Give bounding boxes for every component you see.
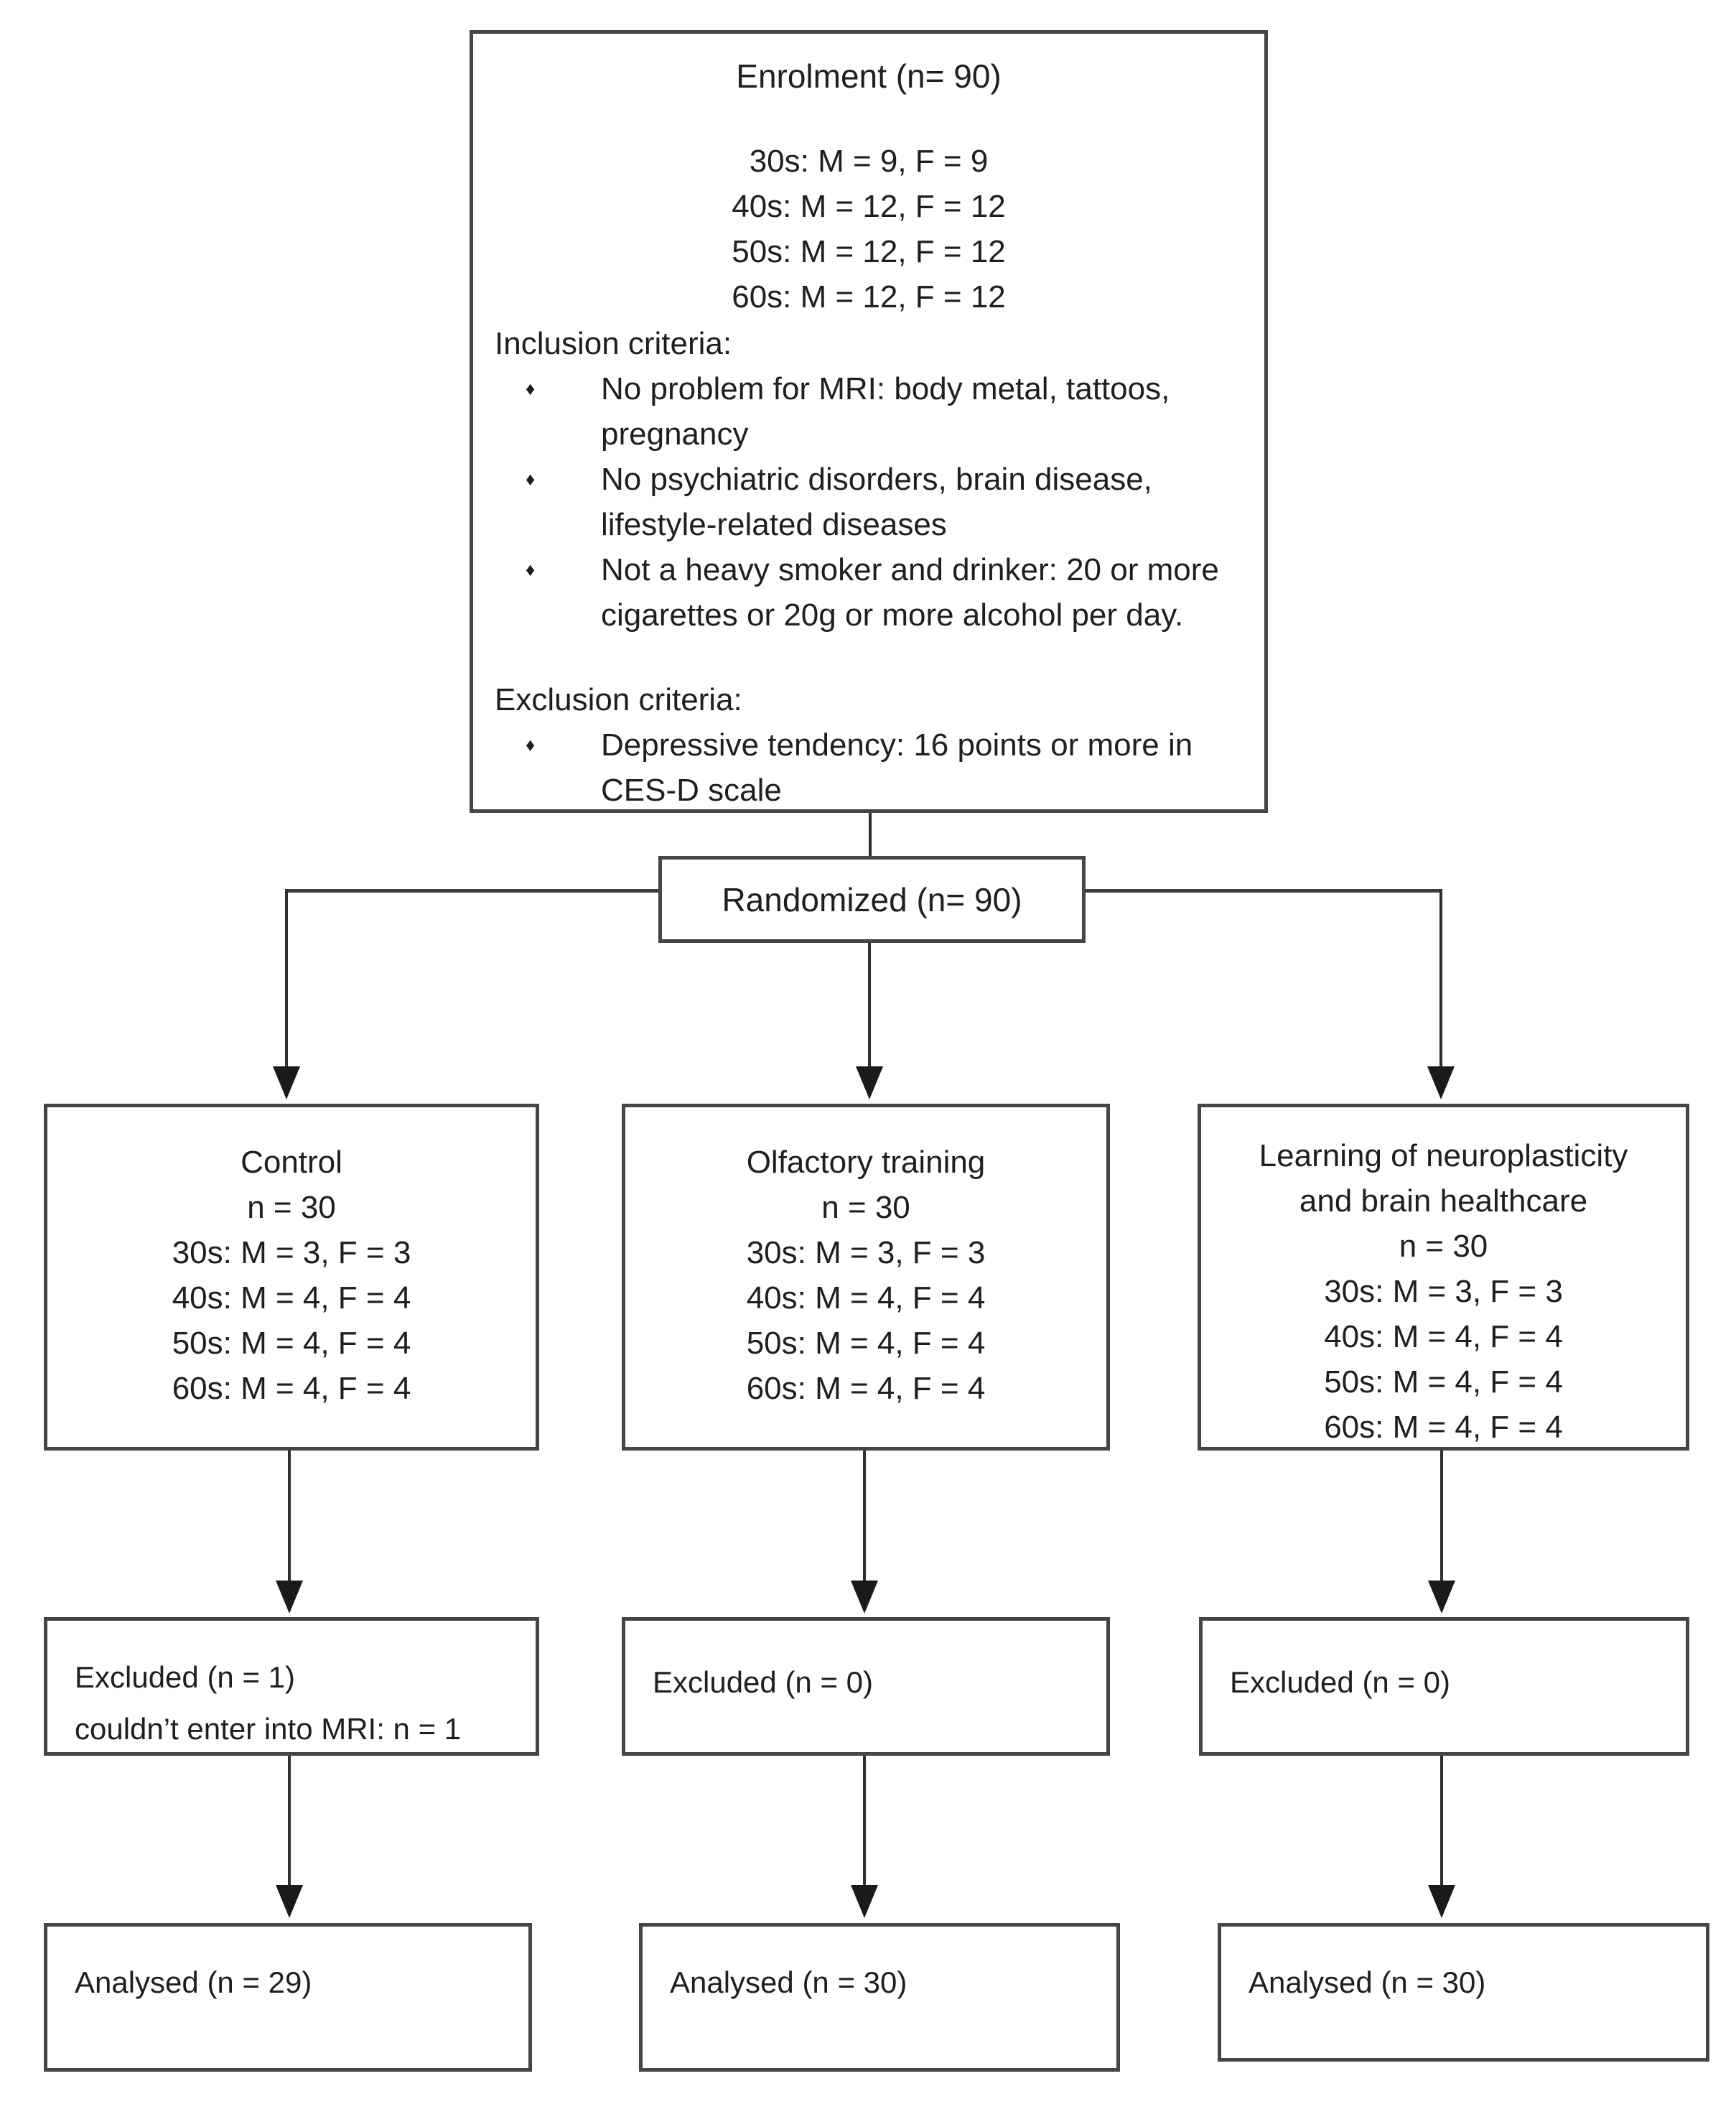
exclusion-criteria-item: ♦ Depressive tendency: 16 points or more… — [495, 722, 1243, 813]
exclusion-criteria-text: Depressive tendency: 16 points or more i… — [601, 727, 1193, 808]
arm-title: and brain healthcare — [1299, 1183, 1588, 1219]
arm-n-line: n = 30 — [247, 1190, 336, 1225]
arrowhead-to-learning — [1427, 1066, 1455, 1099]
connector-randomized-control — [285, 889, 288, 1072]
inclusion-criteria-item: ♦ No psychiatric disorders, brain diseas… — [495, 457, 1243, 547]
analysed-label: Analysed (n = 29) — [75, 1965, 312, 1999]
inclusion-criteria-item: ♦ Not a heavy smoker and drinker: 20 or … — [495, 547, 1243, 638]
diamond-bullet-icon: ♦ — [526, 468, 536, 490]
arrowhead-olfactory-excluded — [851, 1581, 878, 1614]
arm-n-line: n = 30 — [821, 1190, 910, 1225]
diamond-bullet-icon: ♦ — [526, 378, 536, 399]
inclusion-criteria-text: No problem for MRI: body metal, tattoos,… — [601, 371, 1170, 452]
arm-title: Learning of neuroplasticity — [1259, 1138, 1628, 1173]
enrolment-age-line: 60s: M = 12, F = 12 — [732, 279, 1006, 315]
excluded-label: Excluded (n = 0) — [653, 1665, 874, 1699]
arm-age-line: 40s: M = 4, F = 4 — [746, 1280, 986, 1316]
arrowhead-learning-excluded — [1428, 1581, 1455, 1614]
learning-analysed-box: Analysed (n = 30) — [1218, 1923, 1709, 2062]
enrolment-title: Enrolment (n= 90) — [736, 57, 1002, 95]
connector-learning-analysed — [1440, 1756, 1443, 1886]
enrolment-age-line: 40s: M = 12, F = 12 — [732, 189, 1006, 224]
arm-age-line: 50s: M = 4, F = 4 — [172, 1326, 411, 1361]
connector-olfactory-excluded — [863, 1451, 866, 1582]
arm-age-line: 30s: M = 3, F = 3 — [746, 1235, 986, 1270]
exclusion-criteria-heading: Exclusion criteria: — [495, 682, 742, 717]
arrowhead-to-control — [273, 1066, 300, 1099]
arm-title: Olfactory training — [746, 1145, 986, 1180]
olfactory-training-arm-box: Olfactory training n = 30 30s: M = 3, F … — [622, 1104, 1110, 1451]
enrolment-age-line: 30s: M = 9, F = 9 — [749, 144, 989, 179]
arm-title: Control — [241, 1145, 342, 1180]
arm-age-line: 30s: M = 3, F = 3 — [172, 1235, 411, 1270]
arm-age-line: 40s: M = 4, F = 4 — [172, 1280, 411, 1316]
olfactory-analysed-box: Analysed (n = 30) — [639, 1923, 1120, 2072]
control-analysed-box: Analysed (n = 29) — [44, 1923, 532, 2072]
arm-age-line: 60s: M = 4, F = 4 — [172, 1371, 411, 1406]
olfactory-excluded-box: Excluded (n = 0) — [622, 1617, 1110, 1756]
enrolment-box: Enrolment (n= 90) 30s: M = 9, F = 9 40s:… — [470, 30, 1268, 813]
analysed-label: Analysed (n = 30) — [670, 1965, 907, 1999]
learning-arm-box: Learning of neuroplasticity and brain he… — [1198, 1104, 1689, 1451]
connector-enrolment-randomized — [869, 810, 872, 857]
learning-excluded-box: Excluded (n = 0) — [1199, 1617, 1689, 1756]
excluded-label: Excluded (n = 1) — [75, 1660, 296, 1694]
connector-control-excluded — [288, 1451, 291, 1582]
connector-learning-excluded — [1440, 1451, 1443, 1582]
inclusion-criteria-text: No psychiatric disorders, brain disease,… — [601, 462, 1152, 542]
diamond-bullet-icon: ♦ — [526, 559, 536, 580]
randomized-box: Randomized (n= 90) — [658, 856, 1086, 943]
enrolment-age-line: 50s: M = 12, F = 12 — [732, 234, 1006, 269]
arm-age-line: 60s: M = 4, F = 4 — [1324, 1410, 1563, 1445]
connector-olfactory-analysed — [863, 1756, 866, 1886]
arm-age-line: 50s: M = 4, F = 4 — [1324, 1364, 1563, 1400]
arrowhead-control-analysed — [276, 1885, 303, 1918]
arm-age-line: 30s: M = 3, F = 3 — [1324, 1274, 1563, 1309]
arrowhead-learning-analysed — [1428, 1885, 1455, 1918]
connector-branch-left-horizontal — [286, 889, 661, 893]
excluded-label: Excluded (n = 0) — [1230, 1665, 1451, 1699]
control-excluded-box: Excluded (n = 1) couldn’t enter into MRI… — [44, 1617, 539, 1756]
arrowhead-control-excluded — [276, 1581, 303, 1614]
arm-age-line: 50s: M = 4, F = 4 — [746, 1326, 986, 1361]
randomized-label: Randomized (n= 90) — [722, 880, 1022, 918]
diamond-bullet-icon: ♦ — [526, 734, 536, 755]
excluded-reason: couldn’t enter into MRI: n = 1 — [75, 1712, 462, 1746]
arrowhead-olfactory-analysed — [851, 1885, 878, 1918]
arm-age-line: 60s: M = 4, F = 4 — [746, 1371, 986, 1406]
inclusion-criteria-item: ♦ No problem for MRI: body metal, tattoo… — [495, 366, 1243, 457]
arm-n-line: n = 30 — [1399, 1229, 1488, 1264]
inclusion-criteria-text: Not a heavy smoker and drinker: 20 or mo… — [601, 552, 1219, 633]
arrowhead-to-olfactory — [856, 1066, 883, 1099]
arm-age-line: 40s: M = 4, F = 4 — [1324, 1319, 1563, 1354]
connector-branch-right-horizontal — [1083, 889, 1442, 893]
inclusion-criteria-heading: Inclusion criteria: — [495, 326, 732, 361]
connector-control-analysed — [288, 1756, 291, 1886]
control-arm-box: Control n = 30 30s: M = 3, F = 3 40s: M … — [44, 1104, 539, 1451]
connector-randomized-learning — [1439, 889, 1442, 1072]
connector-randomized-olfactory — [868, 943, 871, 1072]
analysed-label: Analysed (n = 30) — [1249, 1965, 1486, 1999]
